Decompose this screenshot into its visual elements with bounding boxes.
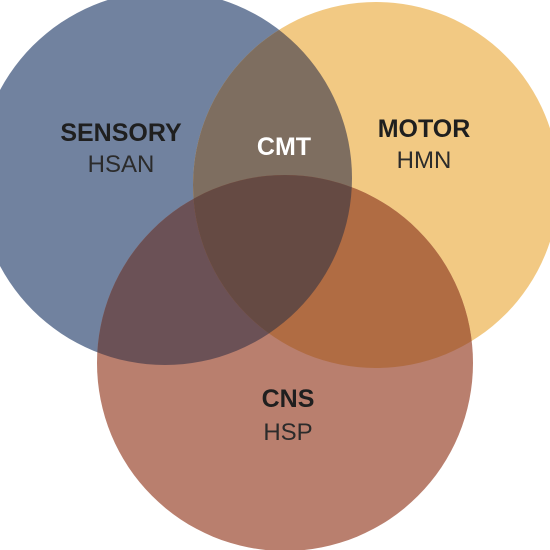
- sensory-title: SENSORY: [60, 119, 182, 147]
- cns-subtitle: HSP: [263, 419, 312, 446]
- sensory-subtitle: HSAN: [88, 151, 155, 178]
- cmt-label: CMT: [257, 133, 311, 161]
- motor-title: MOTOR: [378, 115, 471, 143]
- cns-title: CNS: [262, 385, 315, 413]
- motor-subtitle: HMN: [397, 147, 452, 174]
